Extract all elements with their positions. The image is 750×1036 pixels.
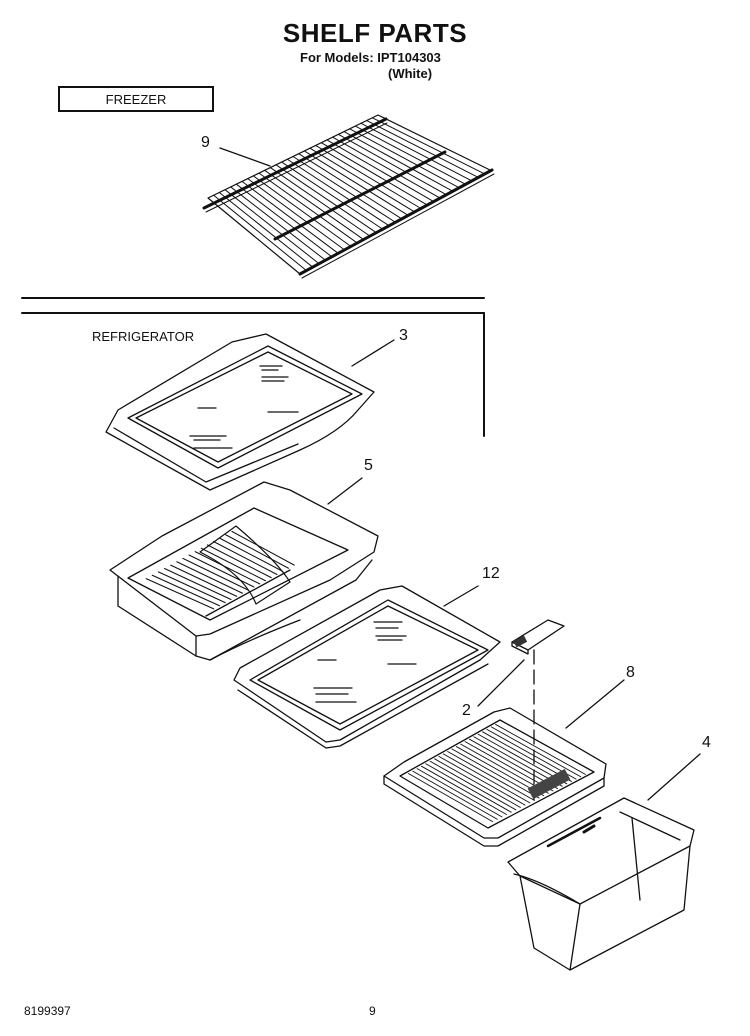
crisper-drawer-part-4 (507, 797, 695, 971)
callout-12: 12 (482, 565, 500, 582)
page-title: SHELF PARTS (282, 18, 468, 48)
callout-8: 8 (626, 664, 635, 681)
leader-line-12 (443, 585, 479, 607)
leader-line-4 (647, 753, 701, 801)
wire-shelf-part-9 (202, 114, 495, 279)
callout-4: 4 (702, 734, 711, 751)
freezer-label-text: FREEZER (105, 91, 167, 107)
control-slide-part-2 (511, 619, 565, 655)
leader-line-9 (219, 147, 271, 167)
section-dividers (21, 297, 485, 437)
callout-5: 5 (364, 457, 373, 474)
footer-part-number: 8199397 (24, 1004, 71, 1018)
glass-shelf-part-3 (105, 333, 375, 491)
crisper-cover-part-8 (383, 707, 607, 847)
leader-line-3 (351, 339, 395, 367)
glass-shelf-part-12 (233, 585, 501, 749)
leader-line-8 (565, 679, 625, 729)
callout-3: 3 (399, 327, 408, 344)
models-line: For Models: IPT104303 (300, 50, 441, 65)
callout-9: 9 (201, 134, 210, 151)
refrigerator-section-label: REFRIGERATOR (92, 329, 195, 344)
callout-2: 2 (462, 702, 471, 719)
freezer-section-label: FREEZER (58, 86, 214, 112)
leader-line-5 (327, 477, 363, 505)
footer-page-number: 9 (369, 1004, 376, 1018)
color-line: (White) (388, 66, 433, 81)
leader-line-2 (477, 659, 525, 707)
meat-pan-part-5 (109, 481, 379, 661)
